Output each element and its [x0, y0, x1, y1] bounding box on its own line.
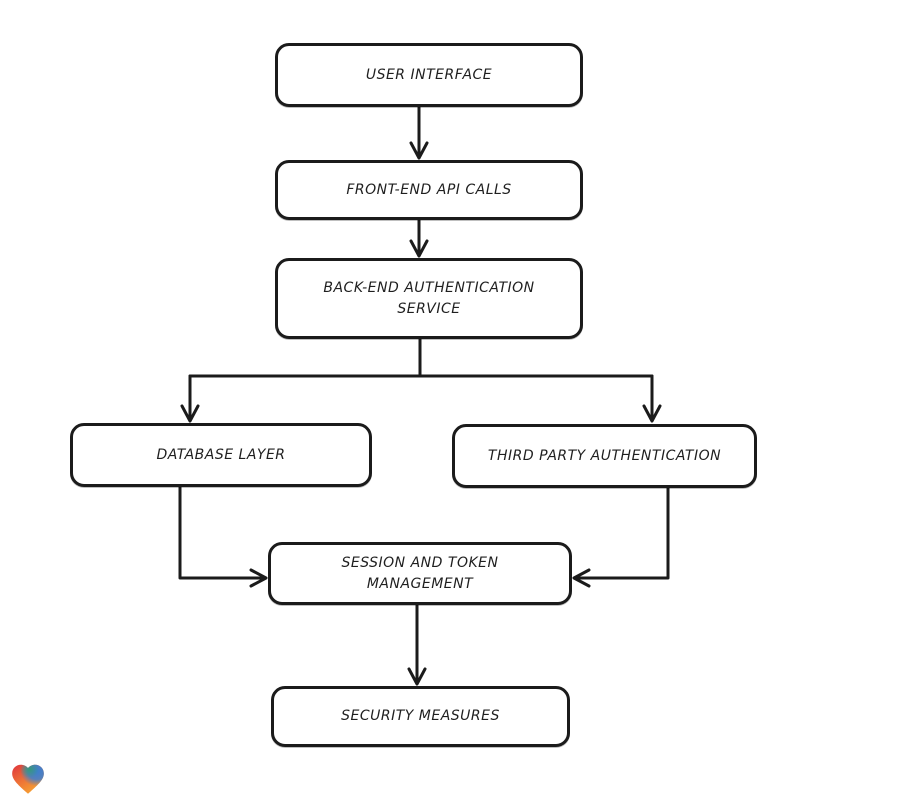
node-back-end-authentication-service: BACK-END AUTHENTICATION SERVICE [275, 258, 583, 339]
node-database-layer: DATABASE LAYER [70, 423, 372, 487]
node-label: BACK-END AUTHENTICATION SERVICE [323, 280, 535, 317]
edge-third-party-to-session [572, 486, 670, 588]
edge-user-interface-to-front-end [409, 105, 429, 160]
node-label: SESSION AND TOKEN MANAGEMENT [341, 555, 499, 592]
edge-database-to-session [178, 485, 268, 588]
node-label: USER INTERFACE [365, 66, 493, 83]
node-label: THIRD PARTY AUTHENTICATION [487, 447, 722, 464]
edge-session-to-security [407, 603, 427, 686]
node-front-end-api-calls: FRONT-END API CALLS [275, 160, 583, 220]
node-label: DATABASE LAYER [156, 446, 286, 463]
edge-back-end-branch [180, 337, 662, 423]
edge-front-end-to-back-end [409, 218, 429, 258]
node-user-interface: USER INTERFACE [275, 43, 583, 107]
node-label: FRONT-END API CALLS [346, 181, 512, 198]
heart-icon [12, 764, 44, 794]
node-session-and-token-management: SESSION AND TOKEN MANAGEMENT [268, 542, 572, 605]
node-label: SECURITY MEASURES [341, 708, 500, 725]
node-security-measures: SECURITY MEASURES [271, 686, 570, 747]
lovable-heart-logo[interactable] [9, 760, 47, 798]
node-third-party-authentication: THIRD PARTY AUTHENTICATION [452, 424, 757, 488]
